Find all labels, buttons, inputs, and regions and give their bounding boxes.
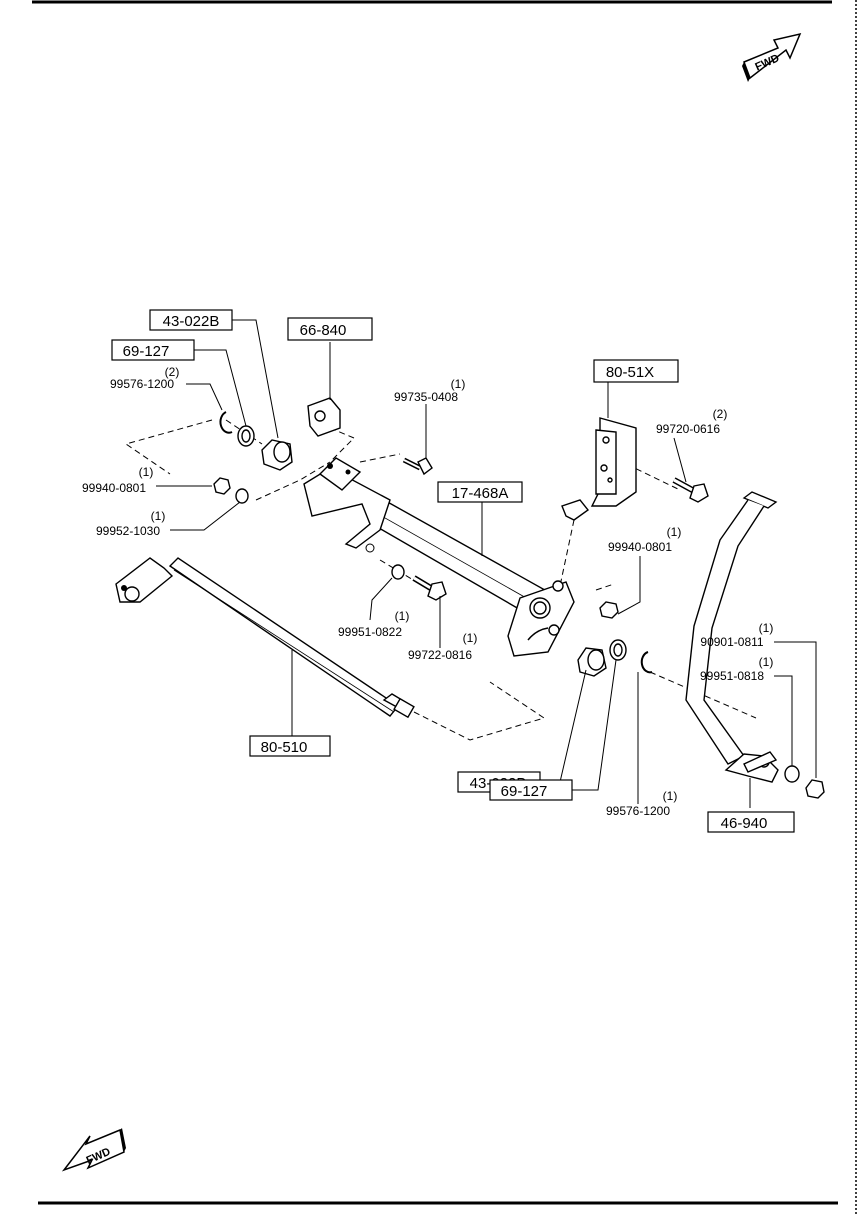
svg-text:46-940: 46-940 [721,815,768,832]
part-label-99940-0801-left: (1) 99940-0801 [82,465,153,495]
washer-icon [391,564,405,580]
nut-icon [805,779,825,799]
svg-text:(1): (1) [663,789,678,803]
svg-text:99951-0822: 99951-0822 [338,625,402,639]
screw-icon [402,457,433,476]
snap-ring-icon [219,411,233,434]
svg-text:(1): (1) [667,525,682,539]
nut-icon [213,477,231,495]
svg-text:99940-0801: 99940-0801 [82,481,146,495]
svg-text:99722-0816: 99722-0816 [408,648,472,662]
part-label-99952-1030: (1) 99952-1030 [96,509,165,538]
svg-text:99952-1030: 99952-1030 [96,524,160,538]
nut-icon [599,601,619,619]
bushing-icon [261,439,293,471]
svg-text:(1): (1) [451,377,466,391]
part-label-99722-0816: (1) 99722-0816 [408,631,477,662]
fwd-arrow-icon: FWD [742,32,802,82]
shift-tube-17-468a [303,457,575,657]
bolt-icon [672,477,709,503]
part-label-99576-1200-top: (2) 99576-1200 [110,365,179,391]
svg-text:17-468A: 17-468A [452,485,509,502]
fwd-arrow-icon: FWD [61,1128,126,1172]
washer-icon [784,765,800,783]
svg-text:99940-0801: 99940-0801 [608,540,672,554]
bushing-icon [577,647,607,677]
svg-text:80-510: 80-510 [261,739,308,756]
svg-text:(1): (1) [139,465,154,479]
bracket-80-51x [561,380,637,521]
svg-text:80-51X: 80-51X [606,364,654,381]
callout-69-127-bottom: 69-127 [489,779,573,801]
svg-text:(2): (2) [165,365,180,379]
callout-43-022b-top: 43-022B [149,309,233,331]
svg-text:99951-0818: 99951-0818 [700,669,764,683]
svg-text:99576-1200: 99576-1200 [606,804,670,818]
callout-17-468a: 17-468A [437,481,523,503]
part-label-90901-0811: (1) 90901-0811 [700,621,773,649]
callout-69-127-top: 69-127 [111,339,195,361]
svg-text:(1): (1) [759,655,774,669]
assembly-guide-lines [124,419,757,741]
svg-text:99735-0408: 99735-0408 [394,390,458,404]
svg-text:69-127: 69-127 [501,783,548,800]
washer-icon [235,488,249,504]
snap-ring-icon [640,651,653,674]
bolt-icon [412,575,447,601]
part-label-99940-0801-right: (1) 99940-0801 [608,525,681,554]
callout-80-51x: 80-51X [593,359,679,383]
shift-rod-80-510 [115,557,415,719]
fwd-label-top: FWD [753,52,781,73]
part-label-99720-0616: (2) 99720-0616 [656,407,727,436]
leader-lines [156,319,817,808]
svg-text:(1): (1) [463,631,478,645]
svg-text:66-840: 66-840 [300,322,347,339]
svg-text:(2): (2) [713,407,728,421]
svg-text:43-022B: 43-022B [163,313,220,330]
shift-lever-46-940 [685,491,779,783]
part-label-99951-0822: (1) 99951-0822 [338,609,409,639]
svg-text:(1): (1) [759,621,774,635]
svg-text:69-127: 69-127 [123,343,170,360]
clip-66-840 [307,397,341,437]
part-label-99735-0408: (1) 99735-0408 [394,377,465,404]
washer-icon [609,639,627,661]
svg-text:(1): (1) [151,509,166,523]
callout-46-940: 46-940 [707,811,795,833]
part-label-99576-1200-bottom: (1) 99576-1200 [606,789,677,818]
svg-text:99576-1200: 99576-1200 [110,377,174,391]
svg-text:(1): (1) [395,609,410,623]
callout-80-510: 80-510 [249,735,331,757]
svg-text:99720-0616: 99720-0616 [656,422,720,436]
part-label-99951-0818: (1) 99951-0818 [700,655,773,683]
callout-66-840: 66-840 [287,317,373,341]
svg-text:90901-0811: 90901-0811 [700,635,763,649]
washer-icon [237,425,255,447]
